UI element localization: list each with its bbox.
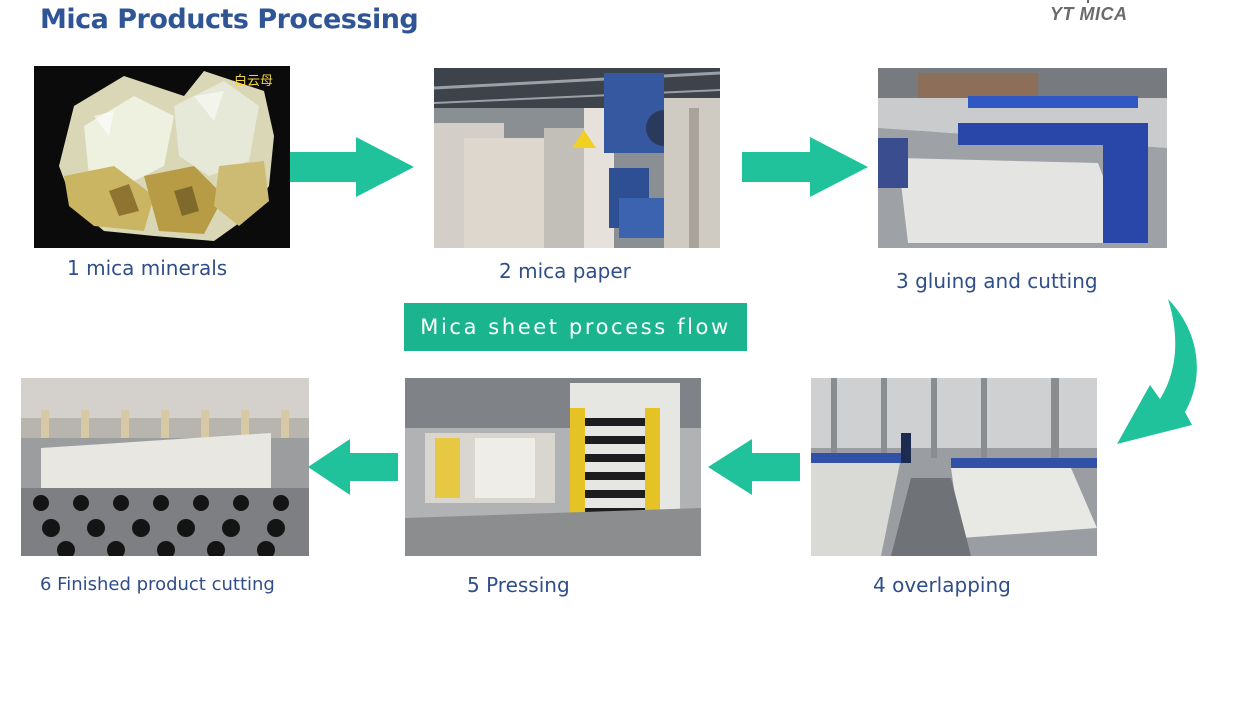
step-4-photo — [811, 378, 1097, 556]
step-5-caption: 5 Pressing — [467, 573, 570, 597]
step-4-caption: 4 overlapping — [873, 573, 1011, 597]
step-1-photo: 白云母 — [34, 66, 290, 248]
step-3-caption: 3 gluing and cutting — [896, 269, 1098, 293]
photo-tag: 白云母 — [234, 74, 274, 89]
step-6-photo — [21, 378, 309, 556]
step-5-photo — [405, 378, 701, 556]
arrow-right-icon — [290, 137, 414, 197]
brand-logo: YT MICA — [1050, 4, 1128, 24]
arrow-left-icon — [708, 439, 800, 495]
arrow-right-icon — [742, 137, 868, 197]
process-flow-label: Mica sheet process flow — [404, 303, 747, 351]
step-2-caption: 2 mica paper — [499, 259, 631, 283]
step-3-photo — [878, 68, 1167, 248]
step-1-caption: 1 mica minerals — [67, 256, 228, 280]
step-2-photo — [434, 68, 720, 248]
curved-arrow-down-icon — [1115, 297, 1205, 447]
step-6-caption: 6 Finished product cutting — [40, 574, 275, 595]
brand-mark — [1087, 0, 1089, 3]
page-title: Mica Products Processing — [40, 4, 419, 35]
arrow-left-icon — [308, 439, 398, 495]
